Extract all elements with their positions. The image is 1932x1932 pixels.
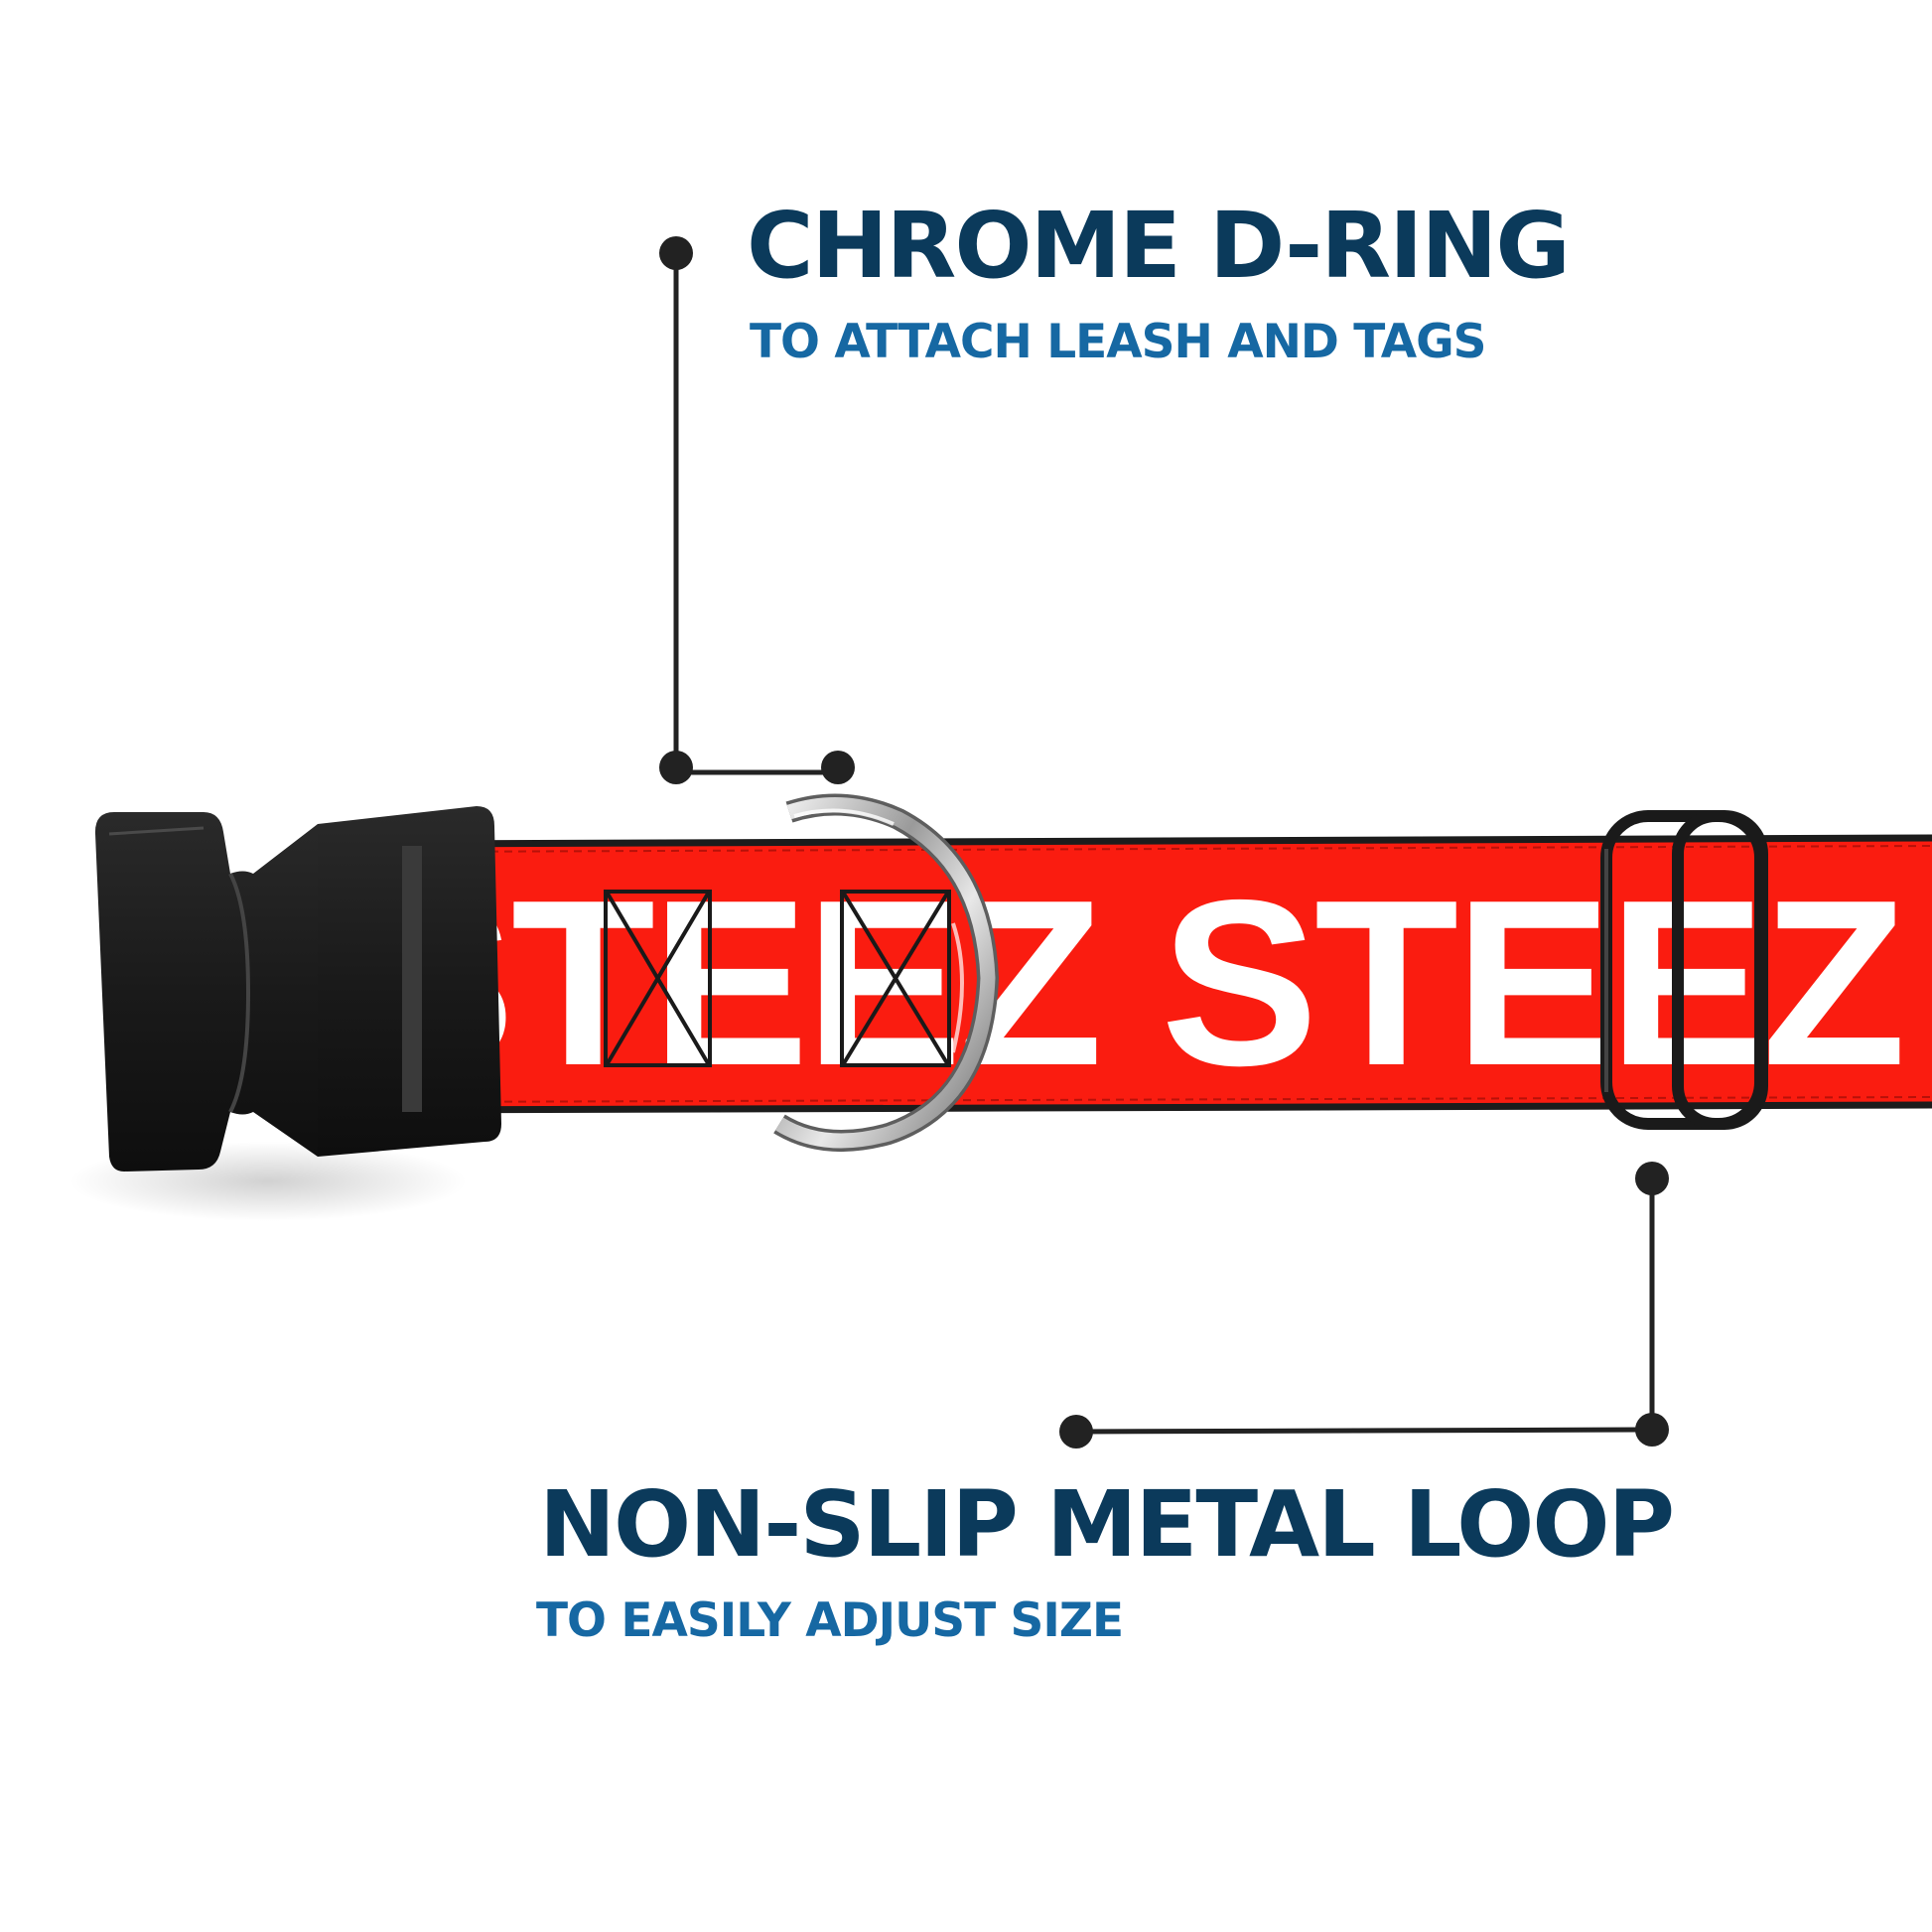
d-ring-subtitle: TO ATTACH LEASH AND TAGS xyxy=(750,315,1486,369)
metal-loop xyxy=(1600,810,1768,1130)
callout-dot xyxy=(659,236,693,270)
stitch-box-left xyxy=(604,890,712,1067)
metal-loop-subtitle: TO EASILY ADJUST SIZE xyxy=(536,1593,1124,1648)
brand-print-text: STEEZ STEEZ xyxy=(357,852,1902,1115)
d-ring-title: CHROME D-RING xyxy=(747,193,1571,299)
metal-loop-title: NON-SLIP METAL LOOP xyxy=(539,1471,1675,1578)
brand-print: STEEZ STEEZ xyxy=(357,852,1906,1115)
callout-dot xyxy=(821,751,855,784)
callout-d-ring xyxy=(673,253,838,775)
callout-dot xyxy=(1635,1162,1669,1195)
chrome-d-ring xyxy=(773,793,1000,1153)
nylon-strap: STEEZ STEEZ xyxy=(357,834,1932,1115)
plastic-buckle xyxy=(94,806,501,1172)
callout-loop xyxy=(1075,1178,1655,1435)
stitch-box-right xyxy=(840,890,951,1067)
callout-dot xyxy=(1059,1415,1093,1449)
callout-dot xyxy=(1635,1413,1669,1447)
callout-dot xyxy=(659,751,693,784)
